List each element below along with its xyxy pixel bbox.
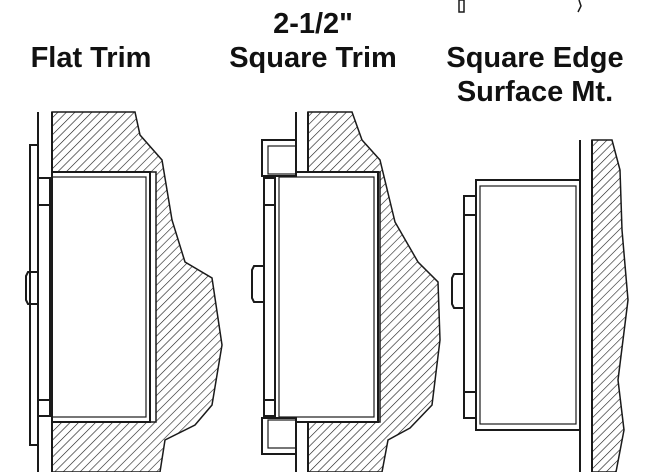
flat-trim-label: Flat Trim [30, 42, 152, 74]
surface-mount-figure [451, 139, 629, 472]
top-partial-graphic [458, 0, 582, 13]
square-trim-box [274, 171, 379, 423]
surface-mount-handle [451, 273, 464, 309]
flat-trim-figure [25, 111, 223, 472]
flat-trim-box [51, 171, 151, 423]
square-trim-wall [307, 111, 441, 472]
square-trim-figure [251, 111, 441, 472]
square-trim-door [263, 177, 276, 417]
flat-trim-wall [51, 111, 223, 472]
square-trim-handle [251, 265, 264, 303]
square-trim-collar-bottom [261, 417, 297, 455]
flat-trim-plate [29, 144, 39, 446]
surface-mount-wall [591, 139, 629, 472]
flat-trim-handle [25, 271, 38, 305]
surface-mount-box [475, 179, 581, 431]
surface-mount-label-line2: Surface Mt. [456, 76, 614, 108]
square-trim-collar-top [261, 139, 297, 177]
square-trim-label-line1: 2-1/2" [273, 8, 353, 40]
surface-mount-door [463, 195, 477, 419]
flat-trim-door [37, 177, 51, 417]
square-trim-label-line2: Square Trim [229, 42, 397, 74]
surface-mount-label-line1: Square Edge [446, 42, 624, 74]
